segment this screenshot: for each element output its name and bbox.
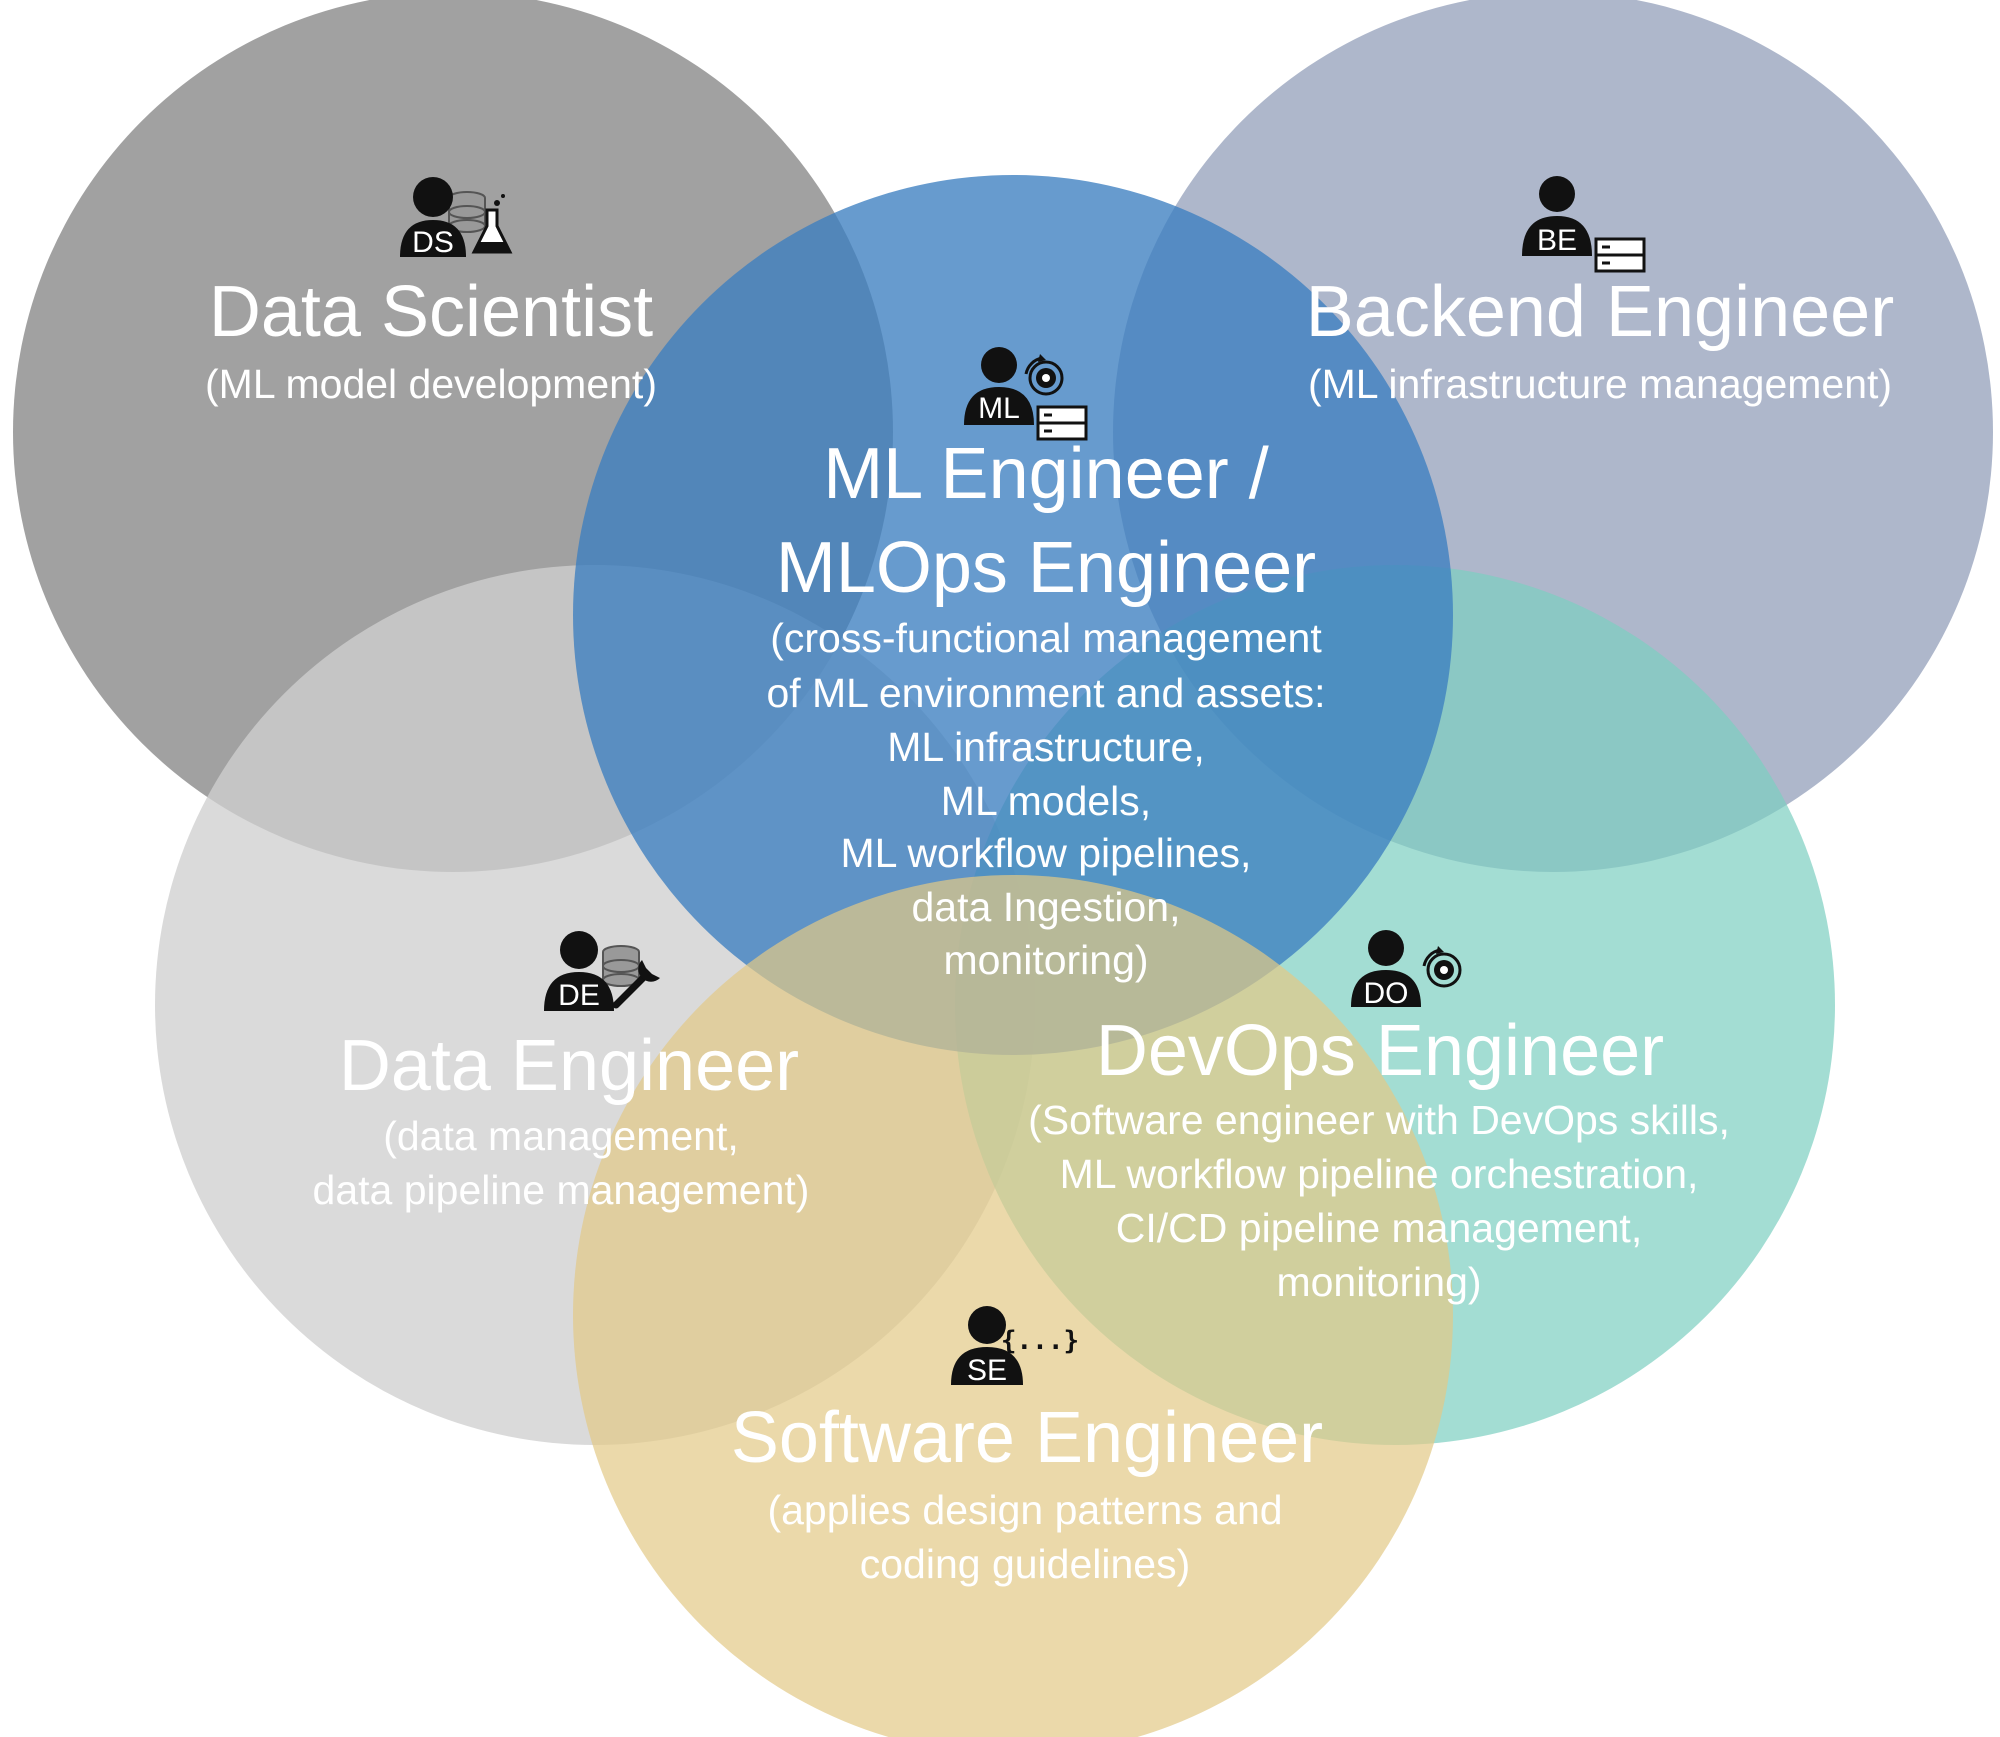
ml-engineer-desc-line: ML workflow pipelines, xyxy=(841,830,1252,876)
software-engineer-desc-line: coding guidelines) xyxy=(860,1541,1191,1587)
data-engineer-desc-line: data pipeline management) xyxy=(313,1167,810,1213)
data-scientist-badge: DS xyxy=(412,226,454,259)
data-engineer-title: Data Engineer xyxy=(339,1026,799,1106)
ml-engineer-icon xyxy=(964,347,1088,441)
software-engineer-circle xyxy=(573,875,1453,1737)
ml-engineer-desc-line: ML infrastructure, xyxy=(887,724,1204,770)
software-engineer-badge: SE xyxy=(967,1354,1007,1387)
code-braces-icon: {...} xyxy=(1001,1326,1079,1356)
ml-engineer-desc-line: data Ingestion, xyxy=(912,884,1181,930)
ml-engineer-circle xyxy=(573,175,1453,1055)
data-engineer-desc-line: (data management, xyxy=(383,1113,739,1159)
ml-engineer-desc-line: of ML environment and assets: xyxy=(766,670,1325,716)
data-scientist-icon xyxy=(400,177,513,257)
devops-engineer-icon xyxy=(1351,930,1462,1007)
backend-engineer-title: Backend Engineer xyxy=(1306,272,1894,352)
devops-engineer-desc-line: monitoring) xyxy=(1276,1259,1481,1305)
devops-engineer-badge: DO xyxy=(1364,977,1409,1010)
ml-engineer-badge: ML xyxy=(978,392,1020,425)
data-scientist-desc-line: (ML model development) xyxy=(205,361,657,407)
ml-engineer-title-line: MLOps Engineer xyxy=(776,528,1316,608)
ml-engineer-desc-line: ML models, xyxy=(941,778,1151,824)
devops-engineer-desc-line: (Software engineer with DevOps skills, xyxy=(1028,1097,1730,1143)
ml-engineer-title-line: ML Engineer / xyxy=(823,434,1269,514)
ml-engineer-desc-line: monitoring) xyxy=(943,937,1148,983)
software-engineer-icon xyxy=(951,1306,1023,1385)
devops-engineer-title: DevOps Engineer xyxy=(1096,1011,1664,1091)
backend-engineer-icon xyxy=(1522,176,1646,273)
backend-engineer-badge: BE xyxy=(1537,224,1577,257)
software-engineer-desc-line: (applies design patterns and xyxy=(767,1487,1282,1533)
data-engineer-icon xyxy=(544,931,660,1011)
data-engineer-badge: DE xyxy=(558,979,600,1012)
software-engineer-title: Software Engineer xyxy=(731,1398,1323,1478)
data-scientist-title: Data Scientist xyxy=(209,272,653,352)
backend-engineer-desc-line: (ML infrastructure management) xyxy=(1308,361,1892,407)
devops-engineer-desc-line: ML workflow pipeline orchestration, xyxy=(1060,1151,1699,1197)
ml-engineer-desc-line: (cross-functional management xyxy=(770,615,1322,661)
devops-engineer-desc-line: CI/CD pipeline management, xyxy=(1116,1205,1642,1251)
